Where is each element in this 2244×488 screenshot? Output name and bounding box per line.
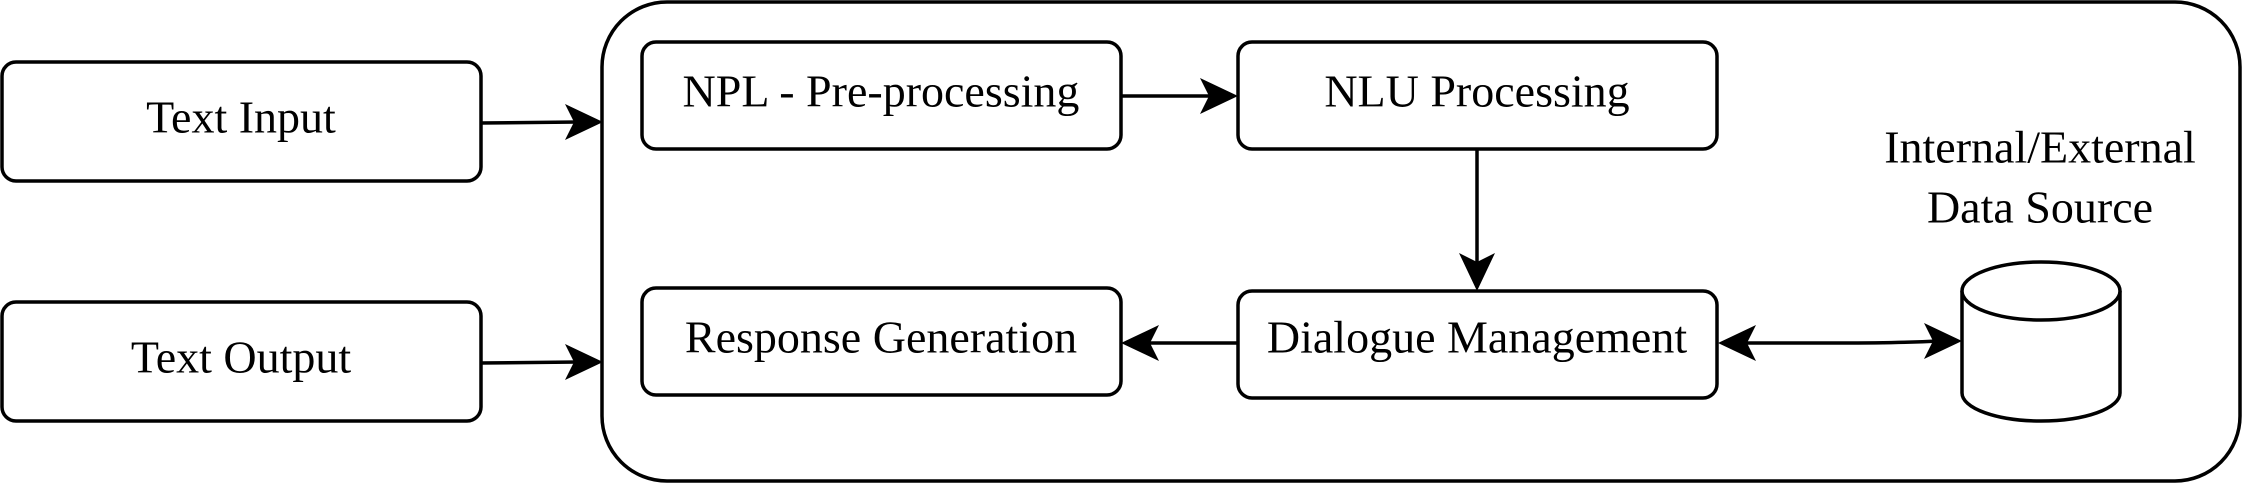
dialogue-management-node: Dialogue Management bbox=[1236, 289, 1719, 400]
data-source-label-line2: Data Source bbox=[1927, 182, 2153, 233]
data-source-label-line1: Internal/External bbox=[1884, 122, 2196, 173]
npl-preprocessing-label: NPL - Pre-processing bbox=[683, 66, 1080, 117]
response-generation-node: Response Generation bbox=[640, 286, 1123, 397]
edge-text-input-to-system bbox=[480, 104, 603, 140]
edge-dialogue-to-response bbox=[1121, 325, 1238, 361]
edge-nlu-to-dialogue bbox=[1459, 149, 1495, 291]
nlu-processing-node: NLU Processing bbox=[1236, 40, 1719, 151]
nlu-processing-label: NLU Processing bbox=[1324, 66, 1629, 117]
database-cylinder-icon bbox=[1960, 260, 2122, 423]
text-input-label: Text Input bbox=[146, 92, 336, 143]
text-input-node: Text Input bbox=[0, 60, 483, 183]
dialogue-management-label: Dialogue Management bbox=[1267, 312, 1687, 363]
response-generation-label: Response Generation bbox=[685, 312, 1077, 363]
edge-preprocessing-to-nlu bbox=[1121, 78, 1238, 114]
edge-text-output-to-system bbox=[480, 344, 603, 380]
text-output-node: Text Output bbox=[0, 300, 483, 423]
edge-dialogue-datasource-bidirectional bbox=[1718, 323, 1962, 361]
text-output-label: Text Output bbox=[131, 332, 352, 383]
npl-preprocessing-node: NPL - Pre-processing bbox=[640, 40, 1123, 151]
